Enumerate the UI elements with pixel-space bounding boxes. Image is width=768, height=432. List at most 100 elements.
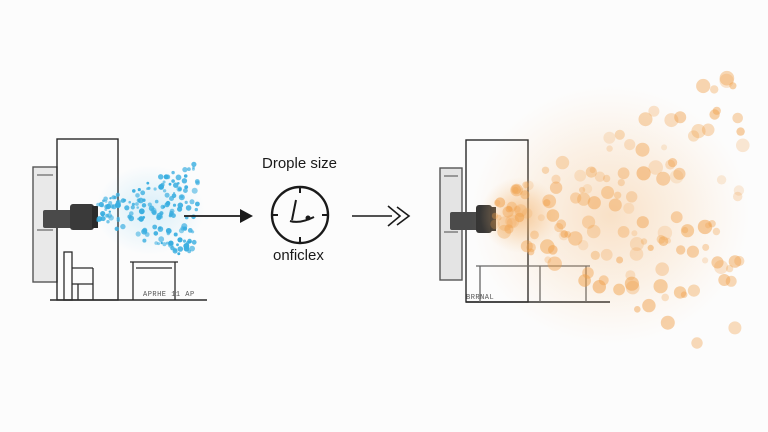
droplet-size-title: Drople size [262, 155, 338, 172]
fine-droplet [191, 167, 195, 171]
coarse-droplet [701, 123, 715, 137]
coarse-droplet [582, 267, 594, 279]
fine-droplet [140, 190, 146, 196]
fine-droplet [120, 198, 126, 203]
coarse-droplet [613, 283, 625, 296]
coarse-droplet [537, 214, 545, 222]
fine-droplet [114, 226, 120, 231]
coarse-droplet [585, 166, 597, 178]
coarse-droplet [680, 224, 695, 238]
coarse-droplet [521, 208, 533, 219]
coarse-droplet [549, 181, 563, 194]
coarse-droplet [680, 291, 688, 299]
fine-droplet [191, 187, 198, 194]
fine-droplet [178, 194, 185, 201]
coarse-droplet [708, 220, 716, 228]
fine-droplet [141, 228, 148, 235]
coarse-droplet [648, 160, 663, 175]
coarse-droplet [631, 230, 638, 237]
fine-droplet [107, 213, 112, 218]
coarse-droplet [718, 274, 731, 286]
fine-droplet [181, 223, 188, 230]
fine-droplet [170, 246, 175, 251]
fine-droplet [142, 198, 146, 202]
coarse-droplet [648, 105, 660, 117]
coarse-droplet [568, 231, 583, 246]
coarse-droplet [616, 256, 624, 264]
fine-droplet [138, 208, 145, 215]
coarse-droplet [665, 237, 671, 244]
fine-droplet [191, 161, 197, 167]
coarse-droplet [687, 284, 701, 297]
coarse-droplet [710, 85, 719, 94]
right-scene-caption: BRRNAL [466, 294, 495, 302]
fine-droplet [116, 216, 120, 221]
fine-droplet [177, 246, 184, 252]
coarse-droplet [504, 224, 514, 234]
fine-droplet [163, 174, 169, 180]
coarse-droplet [502, 206, 514, 218]
coarse-droplet [578, 274, 591, 287]
fine-droplet [111, 204, 117, 210]
fine-droplet [102, 199, 105, 203]
coarse-droplet [520, 240, 533, 253]
fine-droplet [191, 230, 195, 234]
fine-droplet [178, 228, 185, 234]
coarse-droplet [506, 217, 517, 228]
fine-droplet [194, 179, 200, 184]
fine-droplet [185, 205, 192, 211]
fine-droplet [120, 223, 126, 230]
fine-droplet [135, 231, 141, 237]
coarse-droplet [556, 219, 567, 230]
fine-droplet [183, 188, 188, 194]
coarse-droplet [540, 239, 555, 254]
coarse-droplet [522, 181, 529, 189]
coarse-droplet [519, 187, 528, 196]
fine-droplet [181, 178, 188, 184]
fine-droplet [154, 199, 159, 204]
coarse-droplet [495, 214, 502, 221]
spray-nozzle-icon [43, 204, 98, 230]
coarse-droplet [697, 219, 713, 235]
fine-droplet [171, 170, 175, 175]
fine-droplet [164, 192, 170, 198]
coarse-droplet [734, 255, 745, 267]
coarse-droplet [624, 276, 640, 291]
fine-droplet [147, 202, 152, 207]
fine-droplet [141, 203, 147, 208]
fine-droplet [137, 188, 141, 192]
fine-droplet [189, 245, 196, 252]
fine-droplet [136, 206, 139, 209]
coarse-droplet [658, 236, 669, 247]
fine-droplet [152, 224, 158, 230]
fine-droplet [160, 241, 163, 245]
coarse-droplet [527, 248, 535, 256]
coarse-droplet [728, 255, 742, 268]
fine-droplet [173, 232, 178, 237]
coarse-droplet [594, 171, 606, 182]
coarse-droplet [655, 262, 669, 277]
fine-droplet [173, 182, 179, 188]
fine-droplet [158, 236, 165, 243]
coarse-droplet [629, 237, 644, 251]
fine-droplet [115, 200, 120, 205]
coarse-droplet [490, 219, 500, 230]
fine-droplet [159, 214, 163, 219]
fine-droplet [186, 241, 190, 245]
fine-droplet [124, 205, 130, 211]
coarse-droplet [578, 240, 589, 251]
coarse-droplet [661, 144, 668, 151]
coarse-droplet [574, 169, 587, 182]
fine-droplet [131, 202, 135, 206]
coarse-droplet [606, 145, 613, 152]
fine-droplet [187, 167, 191, 172]
coarse-droplet [736, 127, 745, 136]
coarse-droplet [712, 106, 721, 115]
coarse-droplet [661, 293, 669, 302]
fine-droplet [162, 189, 167, 193]
coarse-droplet [725, 264, 734, 273]
coarse-droplet [582, 215, 596, 229]
fine-droplet [135, 193, 140, 198]
fine-droplet [169, 210, 174, 216]
